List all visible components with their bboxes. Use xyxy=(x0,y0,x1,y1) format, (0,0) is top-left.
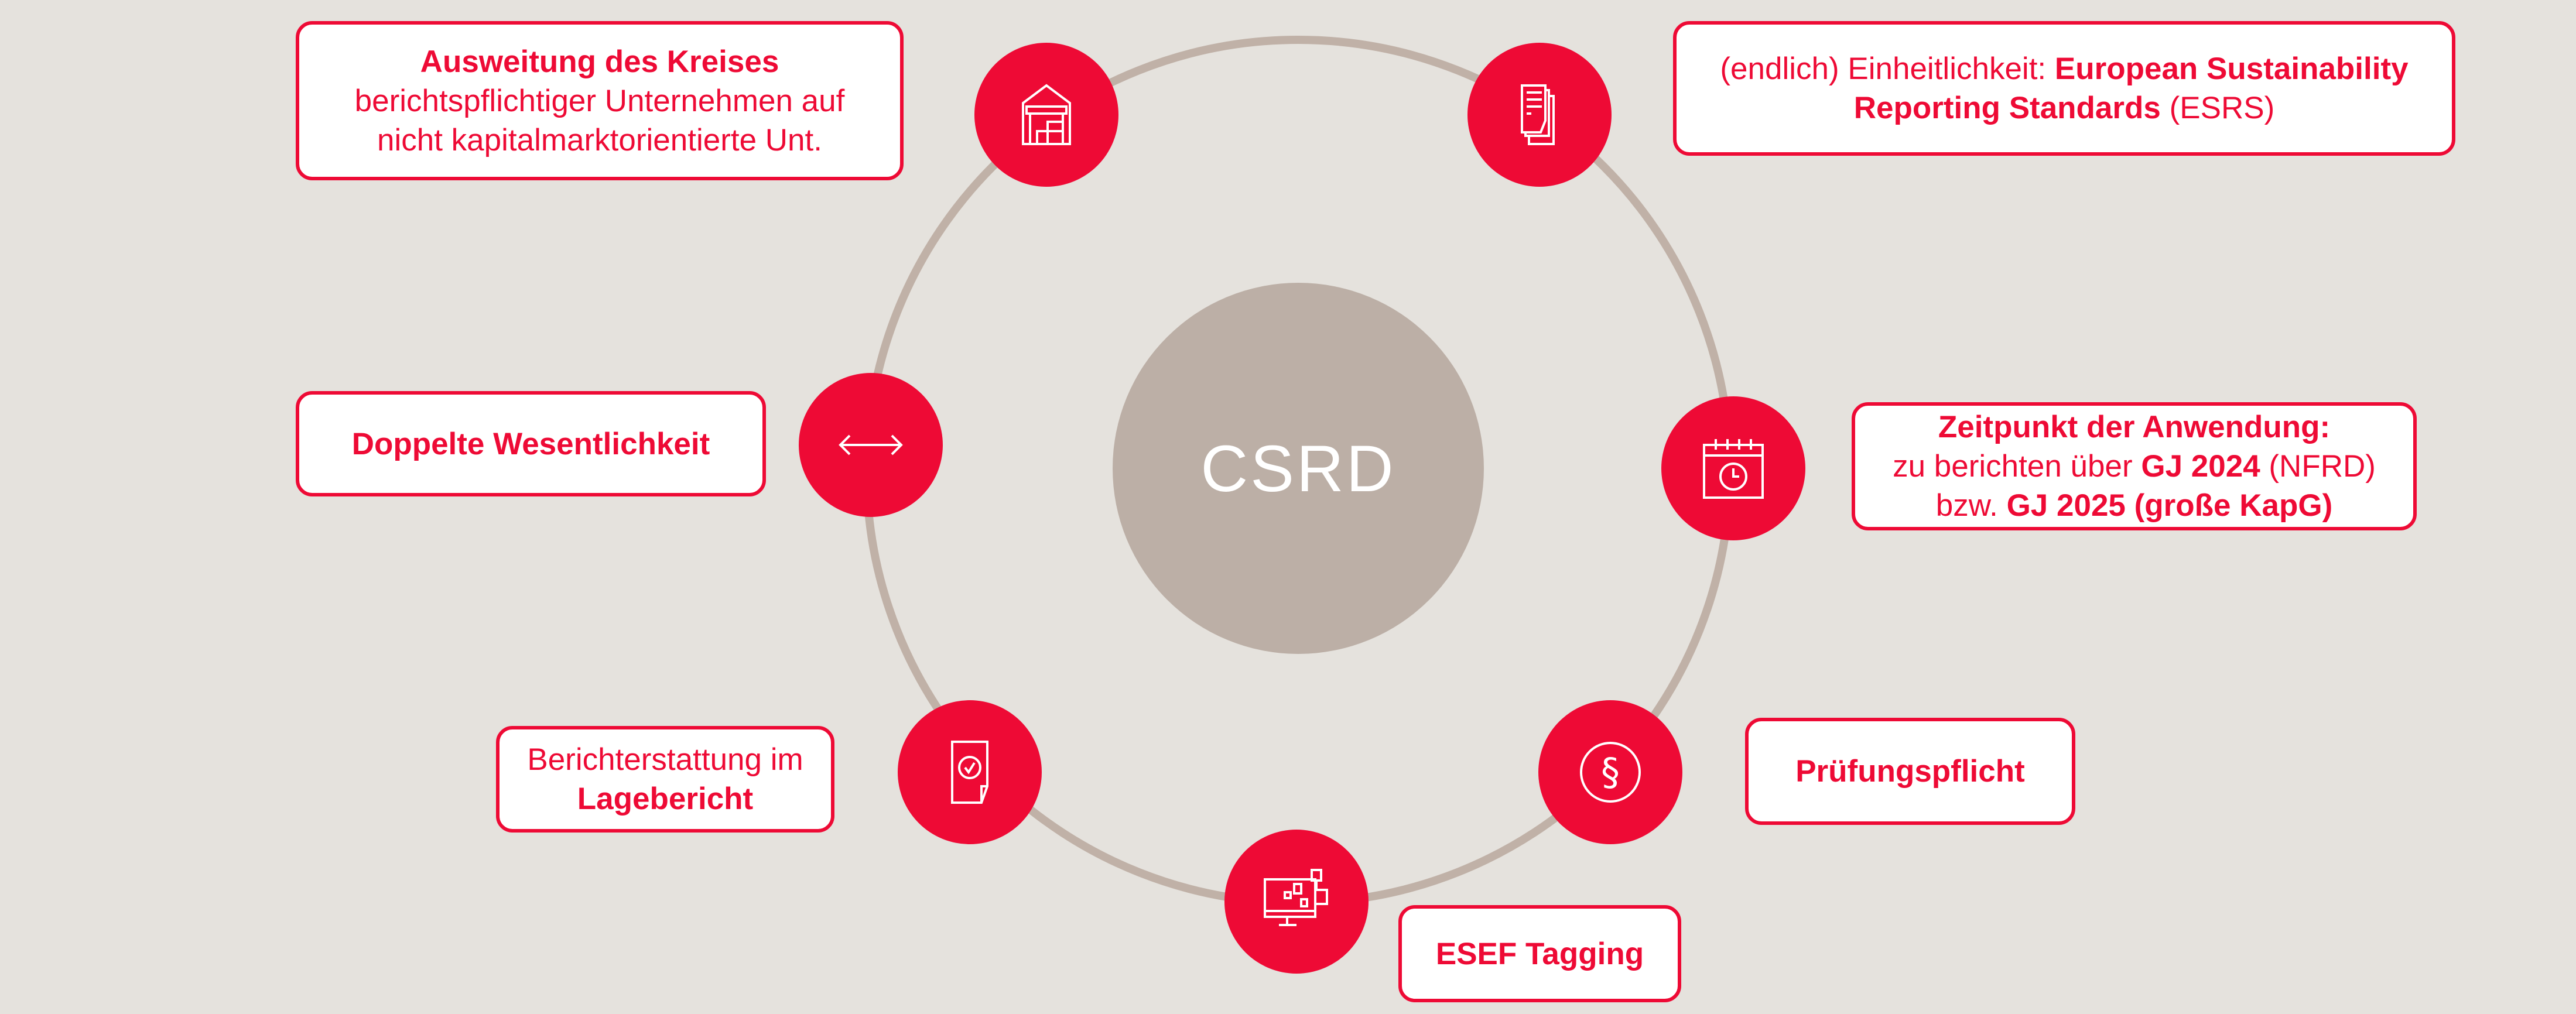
node-timing xyxy=(1661,396,1805,540)
text-line: Lagebericht xyxy=(577,779,753,818)
double-arrow-icon xyxy=(839,434,903,455)
text-line: Berichterstattung im xyxy=(527,740,803,779)
text-line: berichtspflichtiger Unternehmen auf xyxy=(355,81,845,121)
monitor-network-icon xyxy=(1264,869,1328,926)
text-line: Reporting Standards (ESRS) xyxy=(1854,88,2275,128)
text-bold: ESEF Tagging xyxy=(1435,936,1644,971)
calendar-clock-icon xyxy=(1703,439,1764,499)
text-line: Prüfungspflicht xyxy=(1795,752,2025,791)
node-materiality xyxy=(799,373,943,517)
node-esrs xyxy=(1467,43,1612,187)
text-line: Ausweitung des Kreises xyxy=(420,42,779,81)
text-bold: European Sustainability xyxy=(2054,52,2409,86)
text-bold: Doppelte Wesentlichkeit xyxy=(351,426,710,461)
box-esrs: (endlich) Einheitlichkeit: European Sust… xyxy=(1673,21,2455,156)
center-circle: CSRD xyxy=(1113,283,1484,654)
box-management-report: Berichterstattung im Lagebericht xyxy=(496,726,834,833)
node-scope xyxy=(974,43,1118,187)
text: berichtspflichtiger Unternehmen auf xyxy=(354,83,845,118)
box-audit-obligation: Prüfungspflicht xyxy=(1745,718,2075,825)
text-bold: GJ 2025 (große KapG) xyxy=(2006,488,2333,523)
node-esef xyxy=(1224,830,1369,974)
node-management-report xyxy=(898,700,1042,844)
text: (endlich) Einheitlichkeit: xyxy=(1720,52,2055,86)
center-label: CSRD xyxy=(1200,431,1396,505)
text: nicht kapitalmarktorientierte Unt. xyxy=(377,122,822,157)
text-bold: Prüfungspflicht xyxy=(1795,754,2025,789)
box-scope-extension: Ausweitung des Kreises berichtspflichtig… xyxy=(296,21,904,180)
text-line: zu berichten über GJ 2024 (NFRD) xyxy=(1893,447,2376,486)
text: Berichterstattung im xyxy=(527,742,803,777)
documents-icon xyxy=(1521,84,1555,145)
document-check-icon xyxy=(951,741,988,804)
text-bold: Lagebericht xyxy=(577,782,754,816)
svg-text:§: § xyxy=(1601,751,1620,794)
text-line: Zeitpunkt der Anwendung: xyxy=(1938,407,2330,447)
text: (ESRS) xyxy=(2160,91,2275,125)
text-line: ESEF Tagging xyxy=(1436,934,1644,974)
text-bold: Zeitpunkt der Anwendung: xyxy=(1938,410,2331,444)
building-icon xyxy=(1022,84,1071,145)
text-line: bzw. GJ 2025 (große KapG) xyxy=(1936,486,2332,525)
text: (NFRD) xyxy=(2260,449,2376,484)
text-bold: GJ 2024 xyxy=(2141,449,2260,484)
text-bold: Reporting Standards xyxy=(1853,91,2161,125)
box-application-timing: Zeitpunkt der Anwendung: zu berichten üb… xyxy=(1852,402,2417,530)
box-double-materiality: Doppelte Wesentlichkeit xyxy=(296,391,766,496)
text: zu berichten über xyxy=(1893,449,2141,484)
text-line: (endlich) Einheitlichkeit: European Sust… xyxy=(1720,49,2408,88)
node-audit: § xyxy=(1538,700,1682,844)
text: bzw. xyxy=(1935,488,2007,523)
box-esef-tagging: ESEF Tagging xyxy=(1398,905,1681,1002)
text-line: nicht kapitalmarktorientierte Unt. xyxy=(377,121,822,160)
text-line: Doppelte Wesentlichkeit xyxy=(352,424,710,464)
text-bold: Ausweitung des Kreises xyxy=(420,44,779,79)
paragraph-icon: § xyxy=(1580,742,1641,803)
